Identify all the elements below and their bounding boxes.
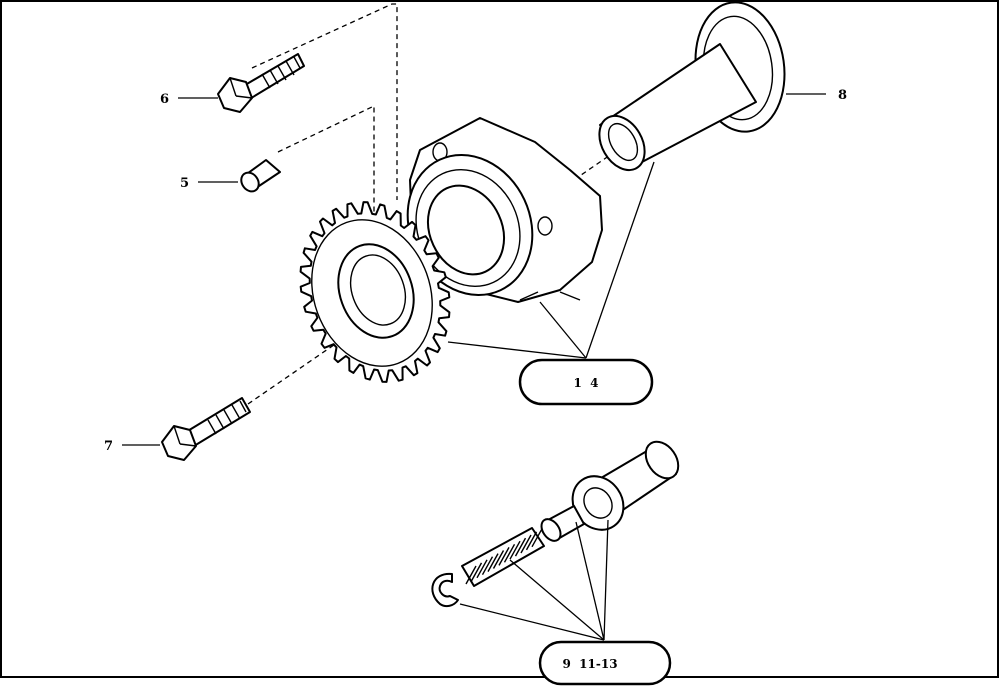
bolt-7-part xyxy=(161,397,251,461)
callout-group-1-box: 1 4 xyxy=(518,358,654,406)
callout-group-1-label: 1 4 xyxy=(573,376,598,390)
bolt-6-part xyxy=(217,53,305,113)
callout-8: 8 xyxy=(838,88,847,103)
callout-7: 7 xyxy=(104,439,113,454)
relief-valve-assembly xyxy=(431,440,680,608)
callout-group-2-box: 9 11-13 xyxy=(538,640,672,686)
pump-housing-part xyxy=(406,117,603,303)
flanged-sleeve-part xyxy=(598,1,786,172)
pin-5-part xyxy=(240,159,281,193)
leader-lines xyxy=(122,93,826,641)
callout-group-2-label: 9 11-13 xyxy=(562,657,617,671)
drive-gear-part xyxy=(299,201,451,383)
callout-5: 5 xyxy=(180,176,189,191)
callout-6: 6 xyxy=(160,92,169,107)
